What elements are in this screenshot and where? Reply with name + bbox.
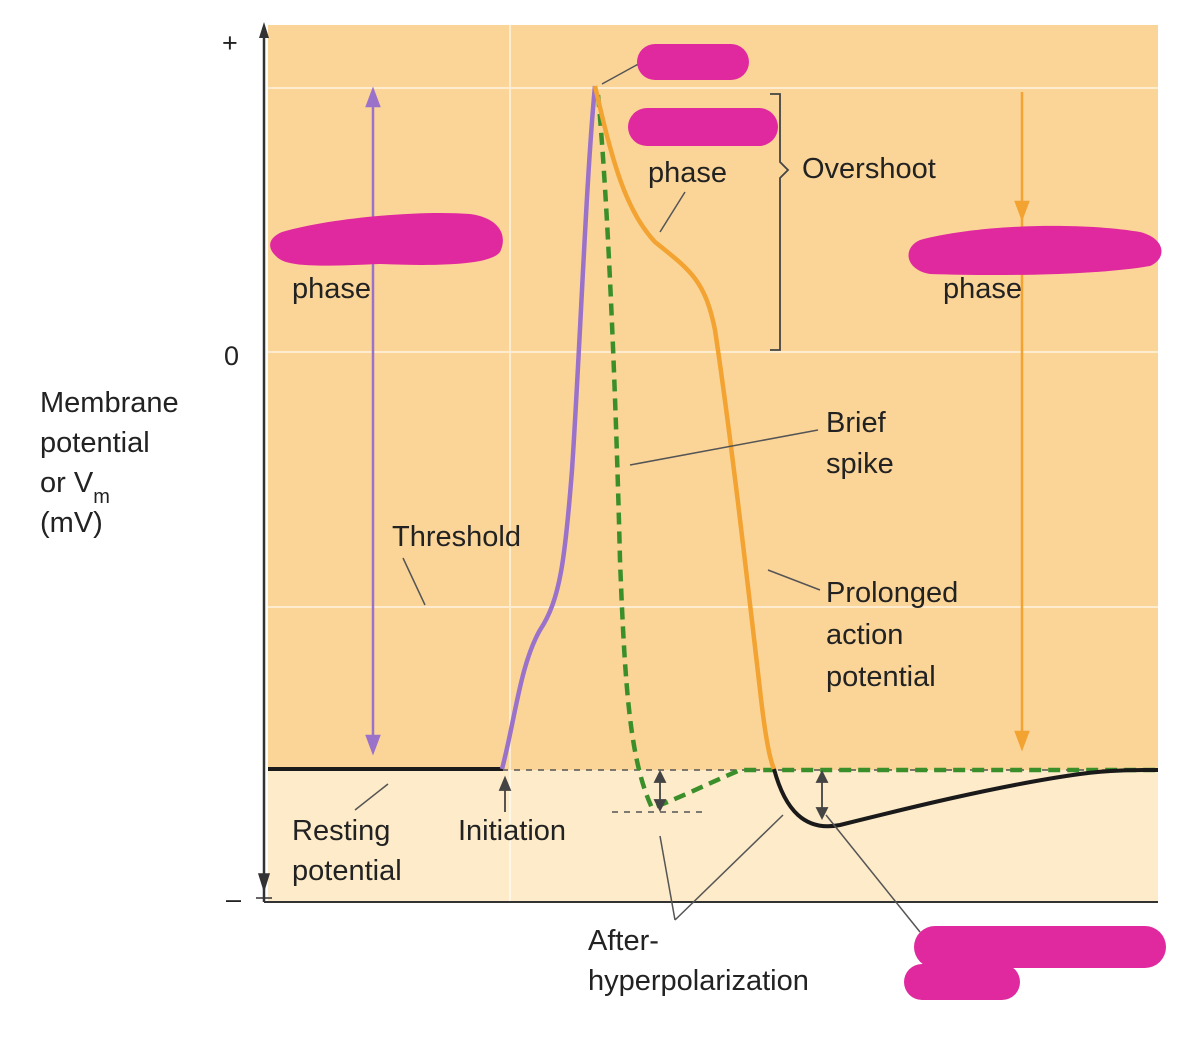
y-tick-plus: + <box>222 28 238 58</box>
resting-label-2: potential <box>292 855 402 887</box>
prolonged-label-1: Prolonged <box>826 577 958 609</box>
ahp-small-arrows <box>653 769 829 821</box>
leader-lines <box>354 61 921 933</box>
brief-spike-label-1: Brief <box>826 407 887 439</box>
brief-spike-curve <box>595 94 1158 811</box>
prolonged-ap-curve <box>592 85 777 770</box>
after-label-2: hyperpolarization <box>588 965 809 997</box>
redaction-marks <box>270 44 1166 1000</box>
after-hyperpolarization-curve <box>772 768 1159 829</box>
redaction-mark-top-1 <box>637 44 749 80</box>
threshold-label: Threshold <box>392 521 521 553</box>
y-tick-zero: 0 <box>224 341 239 371</box>
y-axis-label-4: (mV) <box>40 507 103 539</box>
phase-label-right: phase <box>943 273 1022 305</box>
phase-label-left: phase <box>292 273 371 305</box>
y-tick-minus: – <box>226 884 241 914</box>
brief-spike-label-2: spike <box>826 448 894 480</box>
redaction-mark-bottom-2 <box>904 964 1020 1000</box>
y-axis-label-2: potential <box>40 427 150 459</box>
y-axis-label-subscript: m <box>93 486 110 508</box>
prolonged-label-2: action <box>826 619 903 651</box>
grid <box>268 25 1158 902</box>
redaction-mark-left <box>270 212 503 266</box>
plot-background-lower <box>268 770 1158 902</box>
redaction-mark-right <box>908 225 1162 276</box>
prolonged-label-3: potential <box>826 661 936 693</box>
redaction-mark-bottom-1 <box>914 926 1166 968</box>
initiation-label: Initiation <box>458 815 566 847</box>
y-axis-label-1: Membrane <box>40 387 179 419</box>
phase-label-top: phase <box>648 157 727 189</box>
overshoot-bracket <box>770 93 790 351</box>
left-phase-arrow <box>365 86 381 756</box>
depolarization-curve <box>499 85 598 770</box>
redaction-mark-top-2 <box>628 108 778 146</box>
initiation-arrow <box>498 775 512 812</box>
y-axis <box>256 22 1158 903</box>
y-range-arrow <box>257 873 271 893</box>
plot-background-upper <box>268 25 1158 770</box>
after-label-1: After- <box>588 925 659 957</box>
resting-label-1: Resting <box>292 815 390 847</box>
overshoot-label: Overshoot <box>802 153 936 185</box>
y-axis-label-3: or Vm <box>40 467 110 508</box>
right-phase-arrow <box>1014 92 1030 752</box>
